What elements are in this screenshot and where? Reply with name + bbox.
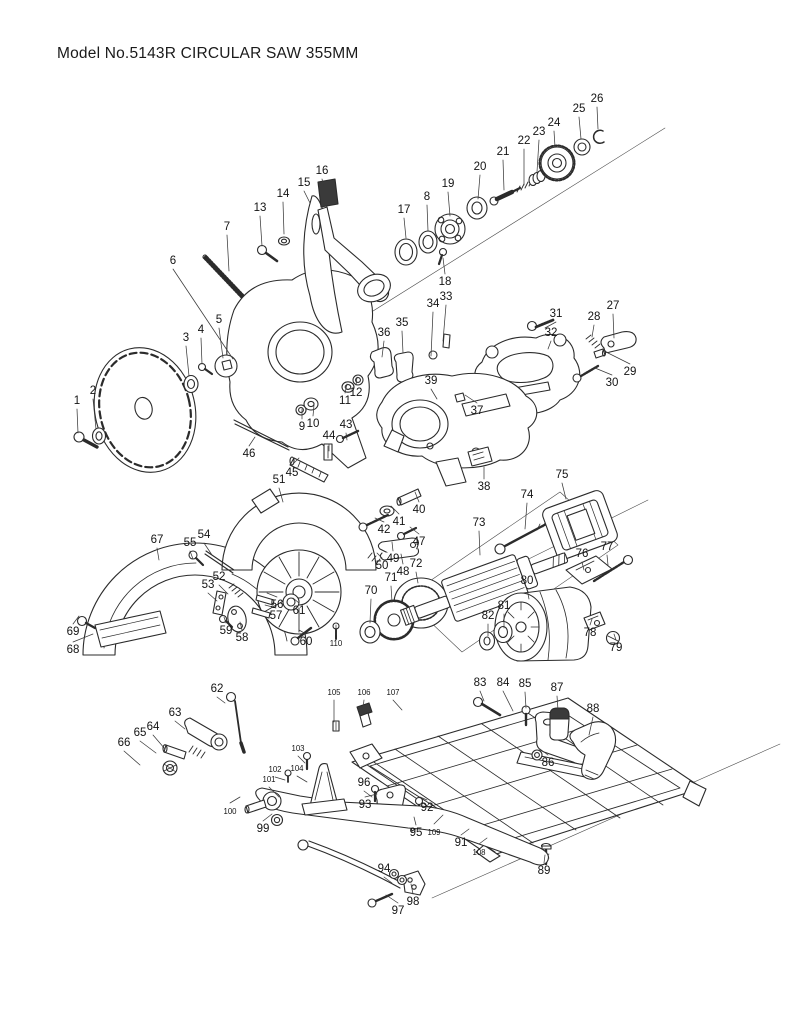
- leader-lines: [72, 106, 631, 904]
- base-plate-drawing: [349, 697, 707, 863]
- motor-drawing: [399, 490, 634, 662]
- pivot-links-drawing: [162, 691, 246, 776]
- blade-flange-drawing: [183, 354, 238, 394]
- connector-drawing: [467, 446, 493, 467]
- upper-guard-drawing: [202, 178, 391, 469]
- front-arm-drawing: [244, 751, 549, 908]
- page-title: Model No.5143R CIRCULAR SAW 355MM: [57, 45, 359, 62]
- depth-rod-drawing: [233, 419, 360, 483]
- gear-set-drawing: [358, 488, 449, 644]
- lower-guard-drawing: [376, 372, 538, 487]
- gear-chain-drawing: [394, 129, 605, 266]
- inner-cover-fan-drawing: [188, 488, 377, 646]
- saw-blade-drawing: [73, 347, 197, 473]
- safety-cover-drawing: [76, 542, 308, 656]
